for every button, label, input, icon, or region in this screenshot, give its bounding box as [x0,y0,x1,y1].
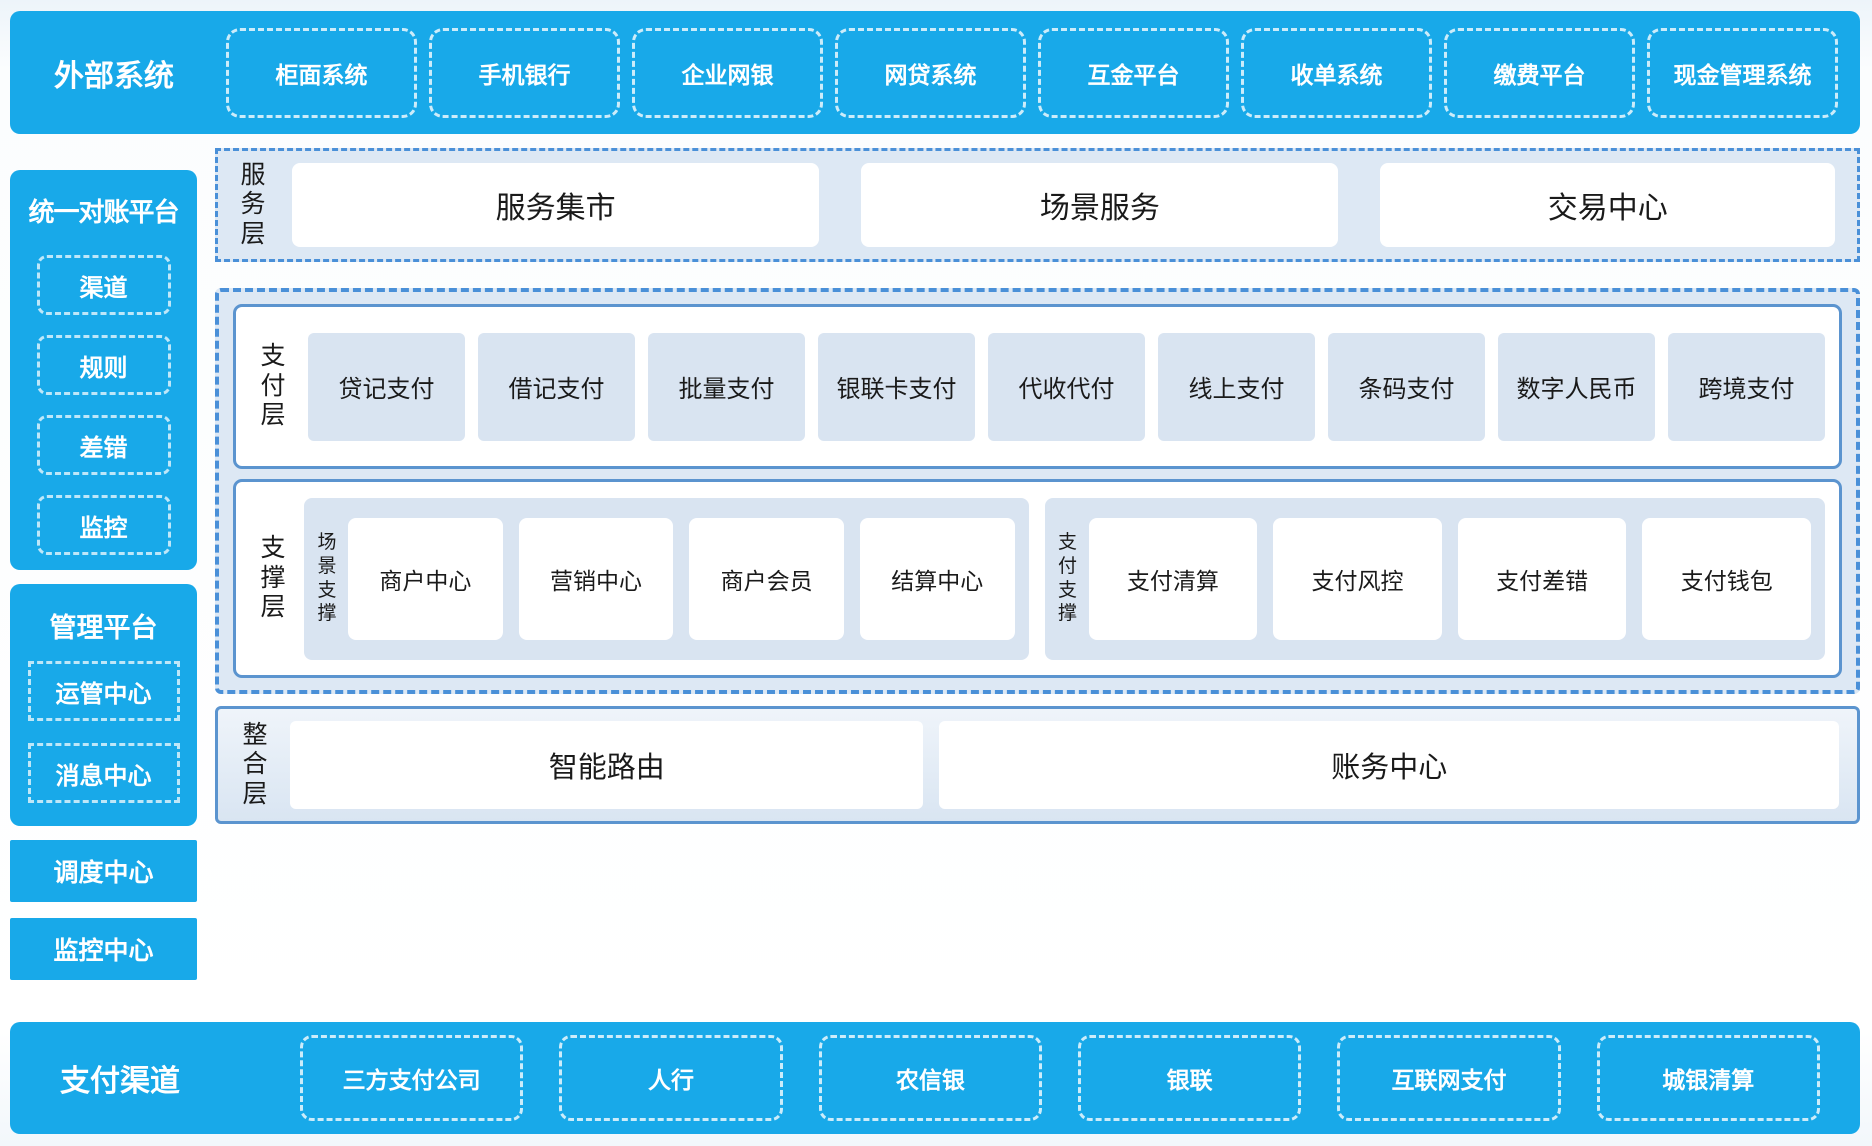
external-system-item: 缴费平台 [1444,27,1635,118]
external-system-item: 手机银行 [429,27,620,118]
scene-support-group: 场景支撑 商户中心 营销中心 商户会员 结算中心 [304,497,1029,660]
payment-support-item: 支付差错 [1457,517,1627,640]
payment-support-item: 支付清算 [1088,517,1258,640]
integration-layer-item: 智能路由 [290,721,924,809]
payment-channel-item: 人行 [559,1035,783,1121]
management-item: 消息中心 [27,743,180,803]
external-system-item: 现金管理系统 [1647,27,1838,118]
payment-channel-item: 银联 [1077,1035,1302,1121]
external-system-item: 柜面系统 [226,27,417,118]
payment-channel-item: 互联网支付 [1337,1035,1561,1121]
service-layer-item: 场景服务 [861,163,1339,247]
payment-layer-panel: 支付层 贷记支付 借记支付 批量支付 银联卡支付 代收代付 线上支付 条码支付 … [233,304,1842,470]
payment-support-item: 支付钱包 [1642,517,1811,640]
reconciliation-items: 渠道 规则 差错 监控 [10,255,197,555]
service-layer-items: 服务集市 场景服务 交易中心 [292,163,1835,247]
management-platform-title: 管理平台 [49,613,158,643]
integration-layer-panel: 整合层 智能路由 账务中心 [215,706,1860,824]
scene-support-item: 结算中心 [859,517,1015,640]
payment-channel-item: 农信银 [818,1035,1042,1121]
payment-support-group: 支付支撑 支付清算 支付风控 支付差错 支付钱包 [1044,497,1825,660]
external-system-item: 网贷系统 [835,27,1026,118]
payment-layer-label: 支付层 [260,342,286,430]
payment-layer-item: 贷记支付 [308,332,465,441]
service-layer-item: 服务集市 [292,163,820,247]
payment-channels-bar: 支付渠道 三方支付公司 人行 农信银 银联 互联网支付 城银清算 [10,1022,1860,1134]
payment-support-item: 支付风控 [1273,517,1442,640]
reconciliation-platform-title: 统一对账平台 [28,197,179,227]
payment-layer-item: 代收代付 [988,332,1145,441]
payment-channels-items: 三方支付公司 人行 农信银 银联 互联网支付 城银清算 [300,1035,1820,1121]
external-systems-bar: 外部系统 柜面系统 手机银行 企业网银 网贷系统 互金平台 收单系统 缴费平台 … [10,11,1860,134]
support-layer-groups: 场景支撑 商户中心 营销中心 商户会员 结算中心 支付支撑 支付清算 支付风控 … [304,497,1825,660]
reconciliation-item: 监控 [36,495,171,555]
scene-support-item: 商户会员 [689,517,844,640]
reconciliation-item: 规则 [36,335,171,395]
scene-support-item: 营销中心 [518,517,674,640]
payment-channel-item: 三方支付公司 [300,1035,524,1121]
payment-layer-item: 跨境支付 [1668,332,1825,441]
integration-layer-label: 整合层 [242,720,268,808]
service-layer-label: 服务层 [240,160,266,248]
reconciliation-item: 渠道 [36,255,171,315]
payment-channels-title: 支付渠道 [60,1065,180,1098]
scene-support-items: 商户中心 营销中心 商户会员 结算中心 [348,517,1015,640]
payment-layer-item: 条码支付 [1328,332,1485,441]
payment-support-label: 支付支撑 [1058,532,1078,625]
management-items: 运管中心 消息中心 [10,661,197,803]
scene-support-item: 商户中心 [348,517,503,640]
payment-layer-items: 贷记支付 借记支付 批量支付 银联卡支付 代收代付 线上支付 条码支付 数字人民… [308,332,1825,441]
external-system-item: 企业网银 [632,27,823,118]
payment-layer-item: 线上支付 [1158,332,1315,441]
payment-support-items: 支付清算 支付风控 支付差错 支付钱包 [1088,517,1811,640]
payment-layer-item: 批量支付 [648,332,805,441]
integration-layer-item: 账务中心 [939,721,1839,809]
external-system-item: 收单系统 [1241,27,1432,118]
external-systems-title: 外部系统 [54,59,174,93]
support-layer-label: 支撑层 [260,534,286,622]
external-systems-items: 柜面系统 手机银行 企业网银 网贷系统 互金平台 收单系统 缴费平台 现金管理系… [226,27,1838,118]
management-item: 运管中心 [27,661,180,721]
payment-layer-item: 银联卡支付 [818,332,975,441]
service-layer-item: 交易中心 [1380,163,1835,247]
scene-support-label: 场景支撑 [317,532,337,625]
management-platform-panel: 管理平台 运管中心 消息中心 [10,584,197,826]
monitor-center-block: 监控中心 [10,918,197,980]
payment-layer-item: 数字人民币 [1498,332,1655,441]
integration-layer-items: 智能路由 账务中心 [290,721,1839,809]
external-system-item: 互金平台 [1038,27,1229,118]
support-layer-panel: 支撑层 场景支撑 商户中心 营销中心 商户会员 结算中心 支付支撑 支付清算 [233,479,1842,678]
payment-layer-item: 借记支付 [478,332,635,441]
payment-support-container: 支付层 贷记支付 借记支付 批量支付 银联卡支付 代收代付 线上支付 条码支付 … [215,288,1860,694]
payment-channel-item: 城银清算 [1596,1035,1820,1121]
reconciliation-item: 差错 [36,415,171,475]
dispatch-center-block: 调度中心 [10,840,197,902]
service-layer-panel: 服务层 服务集市 场景服务 交易中心 [215,148,1860,262]
reconciliation-platform-panel: 统一对账平台 渠道 规则 差错 监控 [10,170,197,570]
